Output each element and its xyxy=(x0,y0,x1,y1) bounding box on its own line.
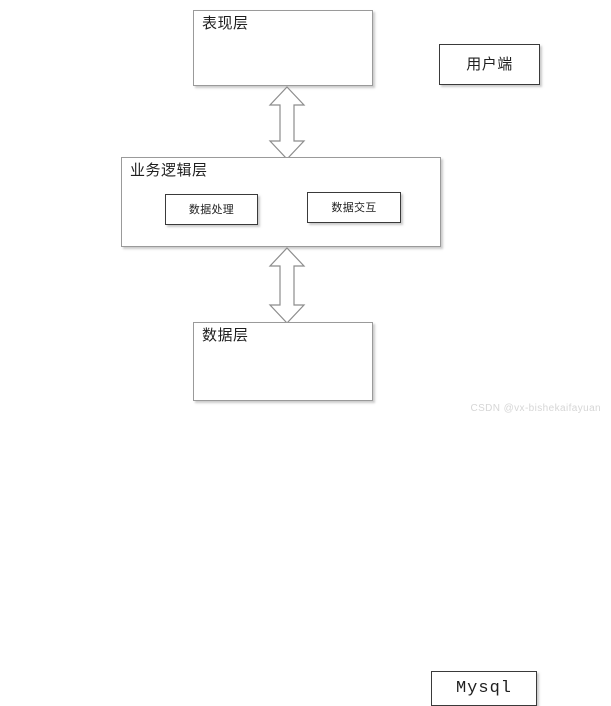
layer-box-data: 数据层 Mysql xyxy=(193,322,537,706)
layer-title-business: 业务逻辑层 xyxy=(130,163,208,179)
layer-title-presentation: 表现层 xyxy=(202,16,249,32)
watermark-text: CSDN @vx-bishekaifayuan xyxy=(470,403,601,414)
connector-presentation-business-arrow xyxy=(268,86,306,160)
double-headed-arrow-icon xyxy=(268,86,306,160)
double-headed-arrow-icon xyxy=(268,247,306,324)
layer-box-presentation: 表现层 用户端 xyxy=(193,10,540,86)
component-label-client: 用户端 xyxy=(466,56,513,73)
component-box-data-interaction: 数据交互 xyxy=(307,192,401,223)
architecture-diagram: 表现层 用户端 业务逻辑层 数据处理 数据交互 数据层 Mysql CSDN @… xyxy=(121,10,601,706)
component-label-data-interaction: 数据交互 xyxy=(331,201,377,214)
layer-title-data: 数据层 xyxy=(202,328,249,344)
component-label-mysql: Mysql xyxy=(455,678,512,698)
connector-business-data-arrow xyxy=(268,247,306,324)
component-box-client: 用户端 xyxy=(439,44,540,85)
component-label-data-processing: 数据处理 xyxy=(188,203,235,216)
component-box-mysql: Mysql xyxy=(431,671,537,706)
component-box-data-processing: 数据处理 xyxy=(165,194,258,225)
